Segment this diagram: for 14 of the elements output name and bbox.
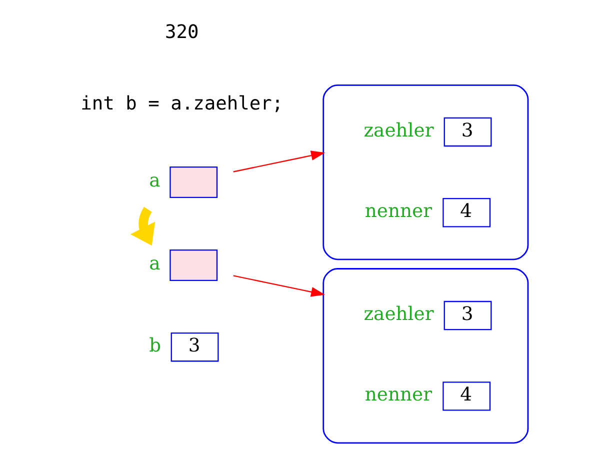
node-label: a	[148, 170, 160, 192]
node-label: zaehler	[363, 304, 434, 325]
node-label: zaehler	[363, 120, 434, 142]
cluster	[322, 84, 528, 260]
cluster	[322, 268, 528, 444]
node-label: b	[148, 336, 161, 357]
label: int b = a.zaehler;	[80, 94, 283, 115]
arrow	[232, 150, 325, 172]
node-label: nenner	[364, 201, 432, 222]
node-label: nenner	[364, 384, 432, 406]
label: 320	[164, 22, 198, 44]
arrow	[130, 207, 155, 246]
arrow	[232, 275, 325, 297]
node-label: a	[148, 254, 160, 275]
